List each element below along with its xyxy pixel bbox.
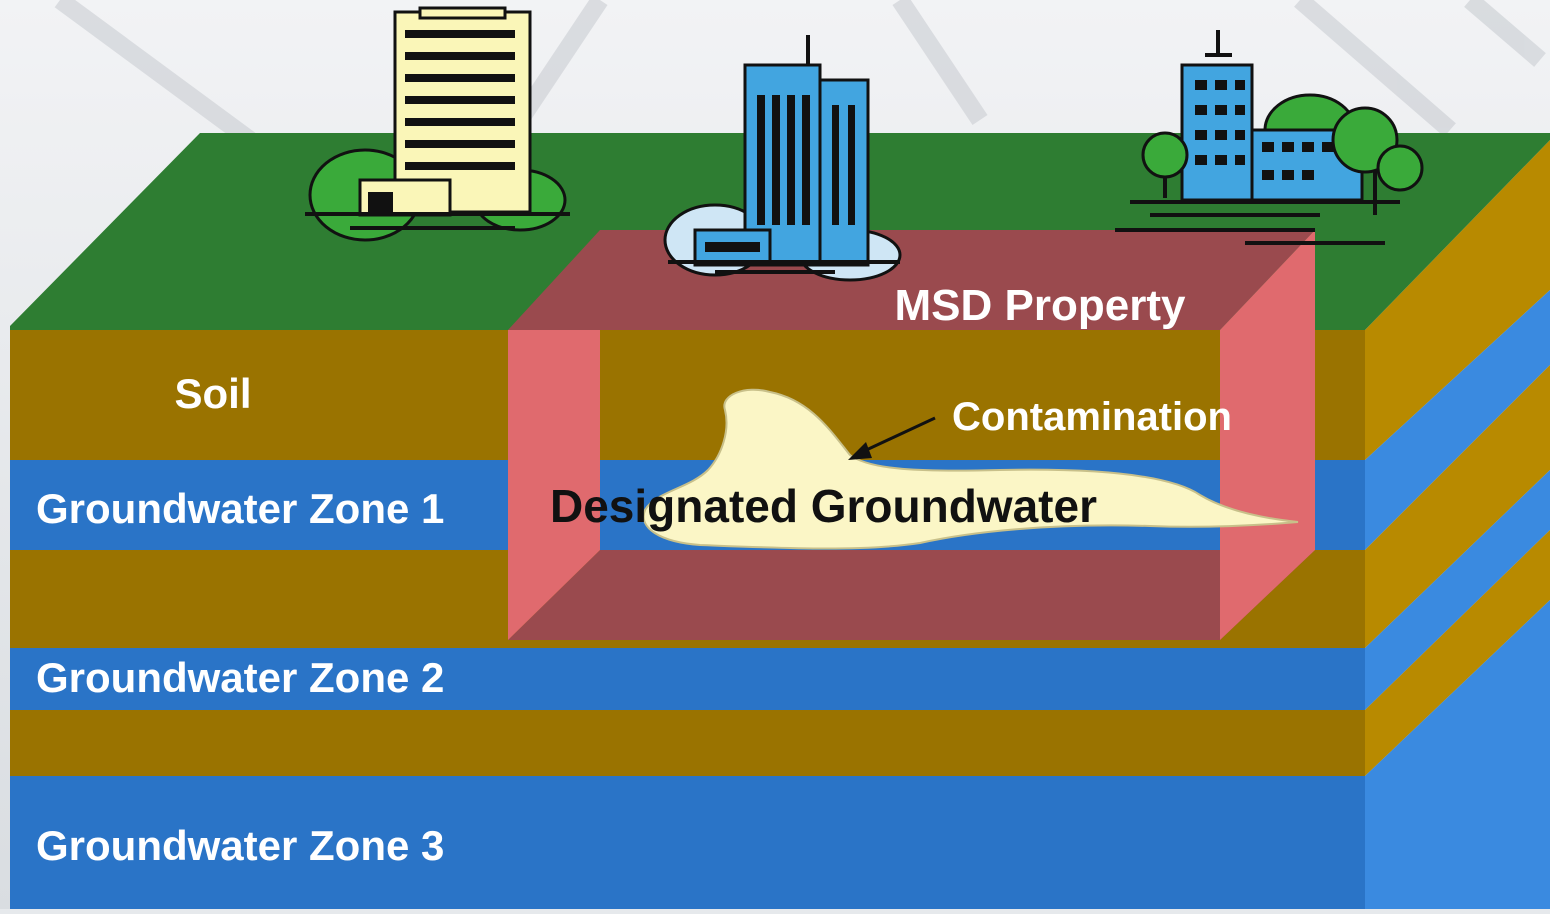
layer-soil-low [10, 710, 1365, 776]
property-bottom [508, 550, 1315, 640]
office-tower-icon [663, 35, 902, 282]
background-structure [54, 0, 1546, 148]
side-zone3 [1365, 600, 1550, 909]
designated-groundwater-label: Designated Groundwater [550, 480, 1097, 532]
zone1-label: Groundwater Zone 1 [36, 485, 444, 532]
layer-zone3 [10, 776, 1365, 909]
property-right-wall [1220, 230, 1315, 640]
office-complex-icon [1115, 30, 1424, 245]
side-zone1 [1365, 290, 1550, 550]
side-soil-low [1365, 530, 1550, 776]
msd-property-label: MSD Property [895, 281, 1186, 330]
contamination-arrow [848, 416, 936, 460]
zone2-label: Groundwater Zone 2 [36, 654, 444, 701]
side-zone2 [1365, 470, 1550, 710]
side-soil-mid [1365, 365, 1550, 648]
side-soil-top [1365, 140, 1550, 460]
layer-zone2 [10, 648, 1365, 710]
property-left-wall [508, 330, 600, 640]
zone3-label: Groundwater Zone 3 [36, 822, 444, 869]
soil-label: Soil [174, 370, 251, 417]
contamination-label: Contamination [952, 395, 1232, 439]
apartment-building-icon [305, 6, 570, 242]
block-side-face [1365, 140, 1550, 909]
